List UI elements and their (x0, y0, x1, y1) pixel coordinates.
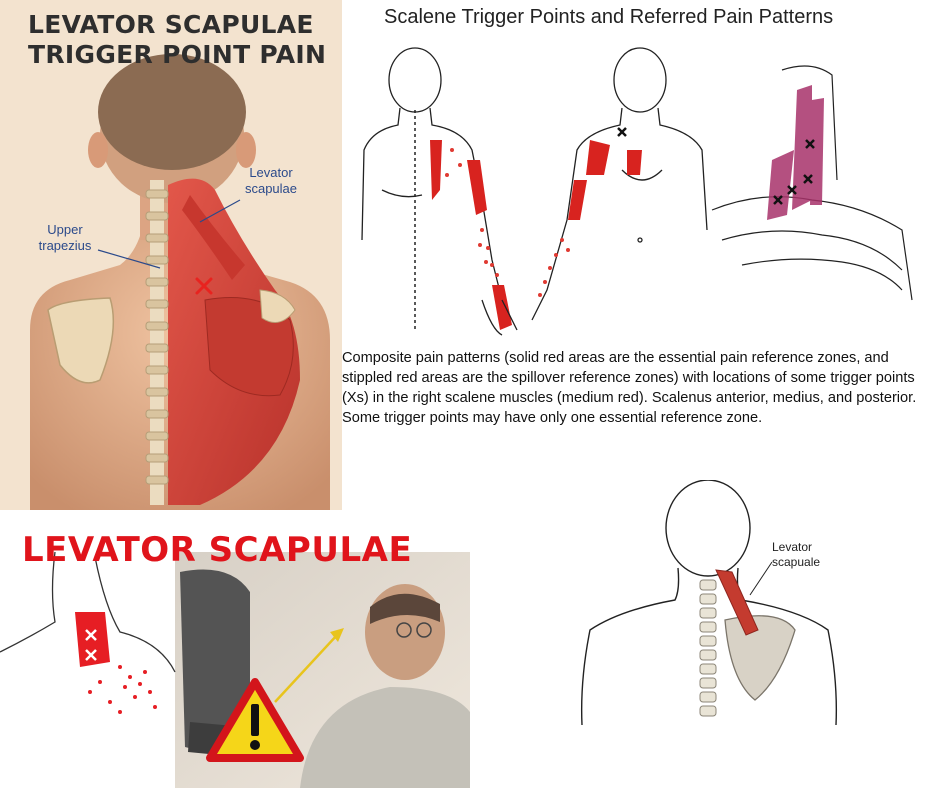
warning-triangle-icon (206, 678, 304, 762)
neck-shoulder-outline (0, 551, 176, 673)
spine (145, 180, 169, 505)
upper-trapezius-label: Upper trapezius (38, 222, 92, 253)
trigger-point-x-icon (195, 277, 213, 295)
levator-line-drawing (580, 480, 838, 726)
scalene-muscles-figure (711, 65, 913, 301)
trigger-point-x-icon (617, 127, 627, 137)
trigger-point-x-icon (85, 629, 97, 661)
levator-heading: LEVATOR SCAPULAE (22, 530, 413, 570)
referred-pain-zone (75, 612, 157, 714)
levator-illustration-panel: LEVATOR SCAPULAE TRIGGER POINT PAIN Leva… (0, 0, 342, 510)
scalene-panel: Scalene Trigger Points and Referred Pain… (342, 0, 940, 480)
levator-photo-collage (0, 551, 470, 788)
scalene-figures (361, 47, 913, 336)
front-view-figure (531, 47, 708, 321)
scalene-caption: Composite pain patterns (solid red areas… (342, 350, 917, 426)
levator-line-drawing-panel: Levator scapuale (560, 480, 940, 788)
back-anatomy-illustration (30, 54, 330, 510)
scalene-title: Scalene Trigger Points and Referred Pain… (384, 6, 834, 28)
levator-scapulae-label: Levator scapulae (244, 165, 298, 196)
page-title: LEVATOR SCAPULAE TRIGGER POINT PAIN (28, 10, 327, 69)
levator-scapuale-label: Levator scapuale (772, 540, 821, 569)
levator-photo-panel: LEVATOR SCAPULAE (0, 512, 470, 788)
